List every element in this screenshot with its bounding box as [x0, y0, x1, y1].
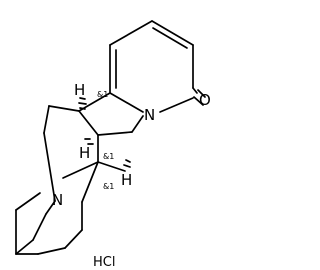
hash-bond — [78, 102, 87, 105]
bond — [109, 20, 153, 46]
bond — [45, 200, 56, 215]
bridged-core — [43, 92, 144, 203]
bond — [109, 92, 144, 113]
hash-bond — [79, 97, 86, 100]
atom-o-carbonyl: O — [199, 91, 211, 109]
bond — [48, 105, 80, 112]
atom-n-quinolizidine: N — [52, 191, 63, 209]
piperidine-ring — [15, 192, 83, 255]
bond — [97, 131, 133, 136]
atom-h-top: H — [74, 81, 85, 99]
pyridone-ring — [109, 20, 194, 113]
stereo-label-c7: &1 — [97, 90, 108, 99]
bond — [15, 192, 41, 211]
stereo-label-c11: &1 — [103, 182, 114, 191]
bond — [193, 96, 204, 106]
atom-h-mid: H — [79, 144, 90, 162]
hash-bond — [79, 107, 86, 110]
atom-h-bottom: H — [121, 171, 132, 189]
bond — [62, 161, 99, 179]
hash-bond — [123, 164, 131, 168]
bond — [152, 27, 188, 49]
bond — [64, 229, 83, 249]
bond — [159, 97, 194, 113]
molecule-drawing: N O N H H H &1 &1 &1 HCl — [15, 20, 211, 270]
structure-diagram: N O N H H H &1 &1 &1 HCl — [15, 20, 211, 270]
bond — [15, 239, 34, 255]
bond — [192, 87, 198, 94]
hash-bond — [125, 159, 131, 163]
bond — [197, 89, 206, 98]
bond — [43, 132, 56, 202]
bond — [131, 115, 144, 133]
carbonyl-group — [192, 87, 206, 106]
stereo-label-c9: &1 — [103, 152, 114, 161]
bond — [151, 20, 194, 46]
salt-label: HCl — [93, 255, 115, 270]
bond — [32, 213, 47, 241]
bond — [81, 161, 99, 203]
bond — [78, 110, 99, 136]
bond — [37, 247, 66, 255]
bond — [43, 105, 50, 134]
atom-n-pyridone: N — [144, 106, 155, 124]
stereo-wedges — [78, 97, 131, 168]
bond — [97, 161, 126, 172]
